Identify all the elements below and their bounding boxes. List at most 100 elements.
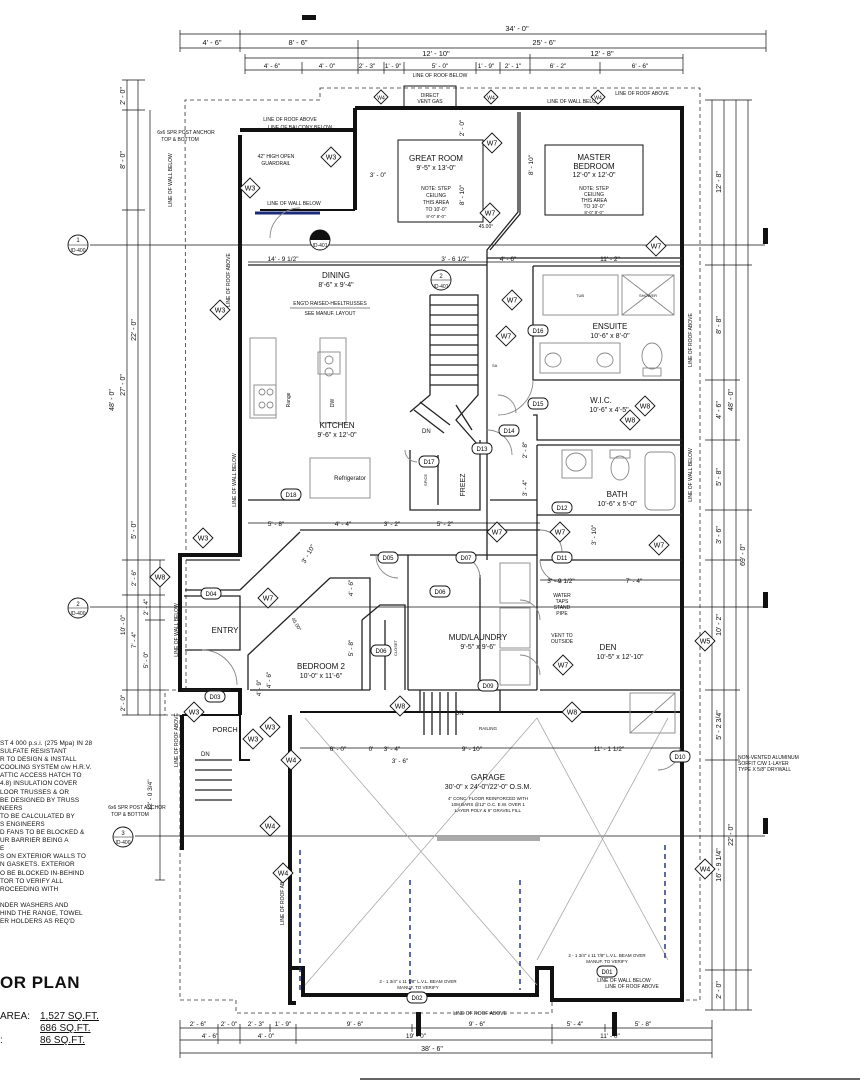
door-tag: D01 <box>596 965 618 978</box>
svg-text:2 - 1 3/4" x 11 7/8" L.V.L. BE: 2 - 1 3/4" x 11 7/8" L.V.L. BEAM OVER <box>568 953 646 958</box>
svg-text:TAPS: TAPS <box>556 599 569 605</box>
plan-title: OR PLAN <box>0 973 80 992</box>
svg-text:DN: DN <box>201 752 210 758</box>
svg-text:10'-5" x 12'-10": 10'-5" x 12'-10" <box>597 654 644 661</box>
svg-text:8' - 10": 8' - 10" <box>528 154 535 175</box>
svg-text:9'-5" x 9'-6": 9'-5" x 9'-6" <box>460 644 496 651</box>
svg-text:LINE OF WALL BELOW: LINE OF WALL BELOW <box>267 201 321 207</box>
door-tag: D09 <box>477 679 499 692</box>
room-great: GREAT ROOM 9'-5" x 13'-0" NOTE: STEP CEI… <box>397 139 484 223</box>
svg-text:3' - 0": 3' - 0" <box>370 172 387 179</box>
svg-text:10M BARS @12" O.C. E.W. OVER 1: 10M BARS @12" O.C. E.W. OVER 1 <box>451 802 525 807</box>
window-tag: W5 <box>694 630 716 652</box>
window-tag-label: W3 <box>245 186 256 193</box>
room-garage: GARAGE 30'-0" x 24'-0"/22'-0" O.S.M. 4" … <box>379 773 646 990</box>
dim-right: 8' - 8" <box>716 316 723 334</box>
door-tag-label: D17 <box>423 460 435 466</box>
svg-text:9' - 10": 9' - 10" <box>462 746 483 753</box>
svg-text:4' - 0": 4' - 0" <box>258 1033 275 1040</box>
right-dimensions: 12' - 8" 8' - 8" 4' - 6" 48' - 0" 5' - 8… <box>705 99 752 1011</box>
svg-text:9' - 6": 9' - 6" <box>347 1021 364 1028</box>
svg-text:THIS AREA: THIS AREA <box>423 200 450 206</box>
svg-text:SOFFIT C/W 1-LAYER: SOFFIT C/W 1-LAYER <box>738 761 789 767</box>
svg-text:PORCH: PORCH <box>212 727 237 734</box>
svg-text:KITCHEN: KITCHEN <box>319 421 354 430</box>
window-tag-label: W4 <box>265 824 276 831</box>
note-line: N GASKETS. EXTERIOR <box>0 861 75 869</box>
svg-text:2 - 1 3/4" x 11 7/8" L.V.L. BE: 2 - 1 3/4" x 11 7/8" L.V.L. BEAM OVER <box>379 979 457 984</box>
svg-text:2' - 8": 2' - 8" <box>522 441 529 458</box>
window-tag-label: W3 <box>189 710 200 717</box>
dim-left: 5' - 0" <box>131 521 138 539</box>
note-line: LOOR TRUSSES & OR <box>0 788 70 796</box>
svg-text:MANUF. TO VERIFY: MANUF. TO VERIFY <box>397 985 439 990</box>
area-row: : 86 SQ.FT. <box>0 1035 86 1046</box>
note-line: HIND THE RANGE, TOWEL <box>0 909 83 917</box>
svg-text:9' - 6": 9' - 6" <box>469 1021 486 1028</box>
svg-text:LINE OF WALL BELOW: LINE OF WALL BELOW <box>547 99 601 105</box>
door-tag: D03 <box>204 690 226 703</box>
svg-text:3' - 2": 3' - 2" <box>384 521 401 528</box>
note-line <box>0 894 110 902</box>
window-tag: W4 <box>280 749 302 771</box>
svg-text:45.00°: 45.00° <box>290 617 302 633</box>
window-tag: W8 <box>634 395 656 417</box>
svg-text:0': 0' <box>369 746 374 753</box>
dim-top: 12' - 10" <box>422 49 450 58</box>
window-tag: W7 <box>552 654 574 676</box>
dim-top: 5' - 0" <box>432 63 449 70</box>
room-porch: PORCH <box>212 727 237 734</box>
window-tag: W3 <box>192 527 214 549</box>
dim-right: 22' - 0" <box>728 824 735 846</box>
door-tag-label: D12 <box>556 506 568 512</box>
svg-text:LINE OF WALL BELOW: LINE OF WALL BELOW <box>688 448 694 502</box>
dim-top: 2' - 3" <box>359 63 376 70</box>
room-dining: DINING 8'-6" x 9'-4" ENG'D RAISED-HEELTR… <box>290 271 370 317</box>
svg-text:5' - 8": 5' - 8" <box>268 521 285 528</box>
door-tag: D17 <box>418 455 440 468</box>
stair-labels: DN DN DN FREEZ SPICE <box>201 429 467 758</box>
window-tag-label: W4 <box>487 96 495 102</box>
svg-text:LINE OF ROOF ABOVE: LINE OF ROOF ABOVE <box>280 871 286 925</box>
section-marker-2: 2 ID-400 <box>67 597 89 619</box>
window-tag: W3 <box>320 146 342 168</box>
interior-walls <box>182 112 682 761</box>
door-tag: D05 <box>377 551 399 564</box>
svg-text:3' - 6": 3' - 6" <box>392 758 409 765</box>
svg-text:VENT TO: VENT TO <box>551 633 573 639</box>
svg-text:2' - 6": 2' - 6" <box>190 1021 207 1028</box>
svg-text:CEILING: CEILING <box>584 192 604 198</box>
window-tag-label: W7 <box>555 530 566 537</box>
svg-text:10'-0" x 11'-6": 10'-0" x 11'-6" <box>300 673 343 680</box>
svg-text:DEN: DEN <box>600 643 617 652</box>
door-tag-label: D04 <box>205 592 217 598</box>
svg-text:LINE OF WALL BELOW: LINE OF WALL BELOW <box>168 153 174 207</box>
svg-text:SPICE: SPICE <box>423 474 428 486</box>
window-tag: W7 <box>486 521 508 543</box>
dim-top: 4' - 6" <box>264 63 281 70</box>
exterior-walls <box>178 106 684 1005</box>
dim-left: 5' - 0" <box>143 651 150 668</box>
window-tag-label: W8 <box>640 404 651 411</box>
window-tag: W4 <box>259 815 281 837</box>
note-line: TOR TO VERIFY ALL <box>0 877 64 885</box>
svg-text:2: 2 <box>76 602 80 608</box>
room-ensuite: ENSUITE 10'-6" x 8'-0" TUB SHOWER <box>576 293 657 340</box>
svg-text:DW: DW <box>330 399 336 408</box>
dim-left: 2' - 0" <box>120 694 127 711</box>
dim-right: 3' - 6" <box>716 526 723 544</box>
svg-text:2' - 3": 2' - 3" <box>248 1021 265 1028</box>
dim-top: 2' - 1" <box>505 63 522 70</box>
window-tag-label: W3 <box>265 725 276 732</box>
door-tag: D04 <box>200 587 222 600</box>
dim-left: 2' - 6" <box>131 569 138 586</box>
dim-right: 4' - 6" <box>716 401 723 419</box>
note-line: BE DESIGNED BY TRUSS <box>0 796 80 804</box>
svg-text:5' - 4": 5' - 4" <box>567 1021 584 1028</box>
door-tag: D18 <box>280 488 302 501</box>
svg-text:LINE OF WALL BELOW: LINE OF WALL BELOW <box>232 453 238 507</box>
svg-text:CEILING: CEILING <box>426 193 446 199</box>
note-line: COOLING SYSTEM c/w H.R.V. <box>0 764 92 772</box>
svg-text:5' - 2": 5' - 2" <box>437 521 454 528</box>
svg-text:3' - 10": 3' - 10" <box>301 543 317 565</box>
